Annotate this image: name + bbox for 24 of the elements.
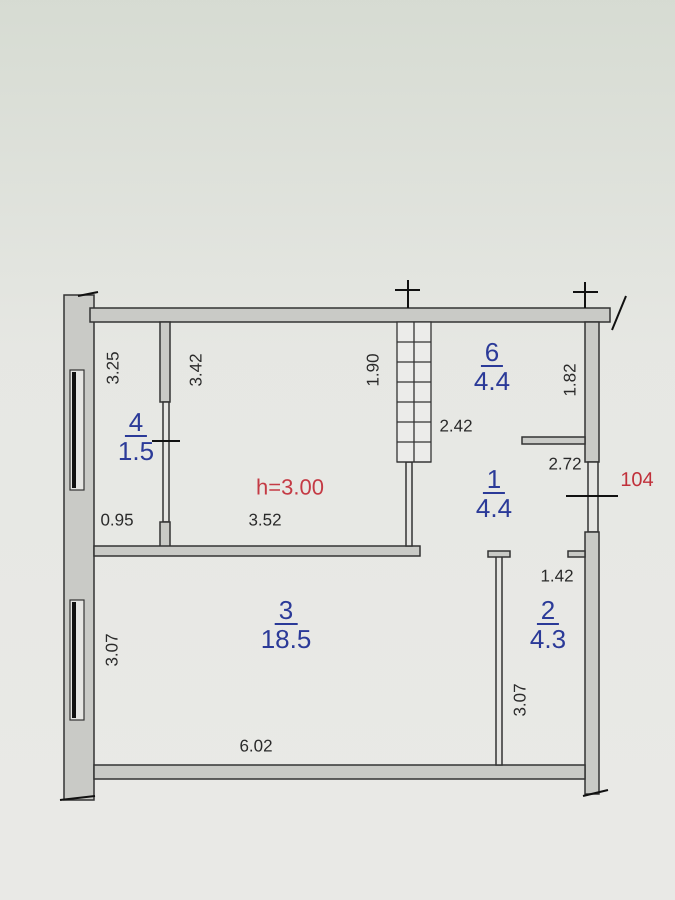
dimension-label: 3.42 xyxy=(188,353,204,387)
dimension-label: 1.90 xyxy=(364,353,382,387)
dimension-label: 3.07 xyxy=(104,633,120,667)
dimension-label: 1.42 xyxy=(540,568,574,584)
room-area: 4.4 xyxy=(476,494,512,522)
room-number: 3 xyxy=(274,597,298,625)
dimension-label: 3.52 xyxy=(248,512,282,528)
dimension-label: 1.82 xyxy=(562,363,578,397)
room-number: 4 xyxy=(124,409,148,437)
dimension-label: 0.95 xyxy=(100,512,134,528)
dimension-label: 6.02 xyxy=(239,738,273,754)
room-area: 4.3 xyxy=(530,625,566,653)
room-number: 6 xyxy=(480,339,504,367)
room-area: 4.4 xyxy=(474,367,510,395)
ceiling-height: h=3.00 xyxy=(256,474,324,502)
dimension-label: 2.72 xyxy=(548,456,582,472)
room-area: 18.5 xyxy=(260,625,312,653)
dimension-label: 2.42 xyxy=(439,418,473,434)
room-area: 1.5 xyxy=(118,437,154,465)
dimension-label: 3.25 xyxy=(104,351,122,385)
dimension-label: 3.07 xyxy=(512,683,528,717)
room-number: 2 xyxy=(536,597,560,625)
apartment-number: 104 xyxy=(620,470,654,490)
room-number: 1 xyxy=(482,466,506,494)
